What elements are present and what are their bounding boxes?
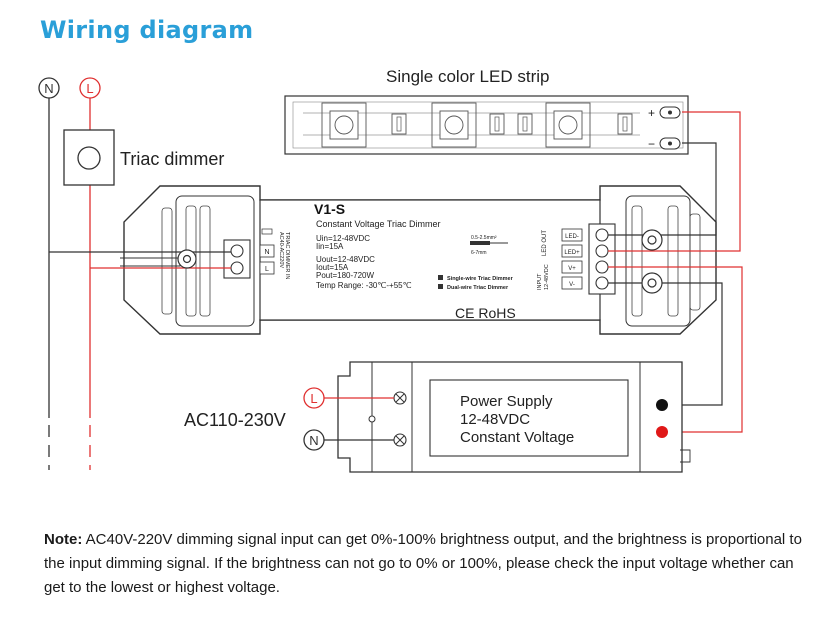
controller-subtitle: Constant Voltage Triac Dimmer (316, 219, 441, 229)
led-out-label: LED OUT (542, 230, 548, 256)
ac-input-label: AC110-230V (184, 410, 286, 430)
term-n-label: N (264, 249, 269, 256)
neutral-symbol-label: N (44, 81, 53, 96)
ps-line-2: 12-48VDC (460, 411, 530, 428)
diagram-title: Wiring diagram (40, 16, 254, 44)
spec-uin: Uin=12-48VDC (316, 234, 370, 243)
led-resistor (391, 113, 407, 135)
triac-dimmer-knob (77, 146, 101, 170)
ps-positive-terminal (656, 426, 668, 438)
live-symbol-label: L (86, 81, 93, 96)
strip-plus-label: + (648, 106, 655, 120)
single-wire-label: Single-wire Triac Dimmer (447, 276, 514, 282)
right-fins (631, 205, 701, 317)
led-strip-label: Single color LED strip (386, 67, 549, 86)
triac-terminal-screw-n (230, 244, 244, 258)
term-led-plus-box (561, 244, 583, 258)
triac-input-wiring (49, 249, 231, 269)
term-led-plus-label: LED+ (564, 250, 580, 256)
dc-input-wiring (608, 266, 743, 433)
power-supply-label-panel (429, 379, 629, 457)
strip-length-label: 6-7mm (471, 250, 487, 256)
dual-wire-label: Dual-wire Triac Dimmer (447, 285, 509, 291)
note-label: Note: (44, 531, 83, 548)
led-chip (545, 102, 591, 148)
strip-minus-label: − (648, 137, 655, 151)
triac-in-label-2: AC40-AC220V (278, 232, 284, 268)
cert-marks: CE RoHS (455, 305, 516, 321)
ps-neutral-symbol-label: N (309, 433, 318, 448)
spec-temp: Temp Range: -30℃-+55℃ (316, 281, 412, 290)
spec-pout: Pout=180-720W (316, 271, 374, 280)
ps-negative-terminal (656, 399, 668, 411)
ps-line-3: Constant Voltage (460, 429, 574, 446)
controller: N L TRIAC DIMMER IN AC40-AC220V V1-S Con… (123, 185, 717, 335)
triac-in-label-1: TRIAC DIMMER IN (284, 232, 290, 279)
wire-strip-icon (470, 241, 490, 245)
led-minus-wire (608, 142, 717, 236)
led-output-wiring (608, 111, 741, 252)
screw-v-plus (595, 260, 609, 274)
led-resistor (617, 113, 633, 135)
spec-iout: Iout=15A (316, 263, 349, 272)
note-paragraph: Note: AC40V-220V dimming signal input ca… (44, 528, 814, 600)
triac-terminal-screw-l (230, 261, 244, 275)
ps-live-symbol-label: L (310, 391, 317, 406)
led-chip (321, 102, 367, 148)
note-text: AC40V-220V dimming signal input can get … (44, 531, 802, 596)
term-l-label: L (265, 266, 269, 273)
controller-front-panel (259, 199, 601, 321)
v-plus-wire (608, 266, 743, 433)
screw-led-minus (595, 228, 609, 242)
led-resistor (517, 113, 533, 135)
input-label-2: 12-48VDC (544, 264, 550, 290)
ps-neutral-symbol (303, 429, 325, 451)
led-plus-wire (608, 111, 741, 252)
term-led-minus-label: LED- (565, 234, 579, 240)
screw-led-plus (595, 244, 609, 258)
term-v-plus-label: V+ (568, 266, 576, 272)
term-v-plus-box (561, 260, 583, 274)
spec-iin: Iin=15A (316, 242, 344, 251)
term-l-box (259, 261, 275, 275)
term-n-box (259, 244, 275, 258)
power-supply: Power Supply 12-48VDC Constant Voltage (337, 361, 691, 473)
term-led-minus-box (561, 228, 583, 242)
ps-live-symbol (303, 387, 325, 409)
screw-v-minus (595, 276, 609, 290)
term-v-minus-box (561, 276, 583, 290)
right-terminal-bay (625, 195, 691, 327)
triac-dimmer: Triac dimmer (63, 129, 224, 186)
left-terminal-bay (175, 195, 255, 327)
ac-main-lines: N L (38, 77, 101, 470)
spec-uout: Uout=12-48VDC (316, 255, 375, 264)
v-minus-wire (608, 282, 723, 406)
input-label-1: INPUT (537, 273, 543, 290)
led-chip (431, 102, 477, 148)
ac-input: L N AC110-230V (184, 387, 394, 451)
triac-dimmer-label: Triac dimmer (120, 149, 224, 169)
ps-line-1: Power Supply (460, 393, 553, 410)
controller-model: V1-S (314, 201, 345, 217)
led-strip: Single color LED strip + − (284, 67, 689, 155)
wire-size-label: 0.5-2.5mm² (471, 235, 497, 241)
term-v-minus-label: V- (569, 282, 575, 288)
led-resistor (489, 113, 505, 135)
